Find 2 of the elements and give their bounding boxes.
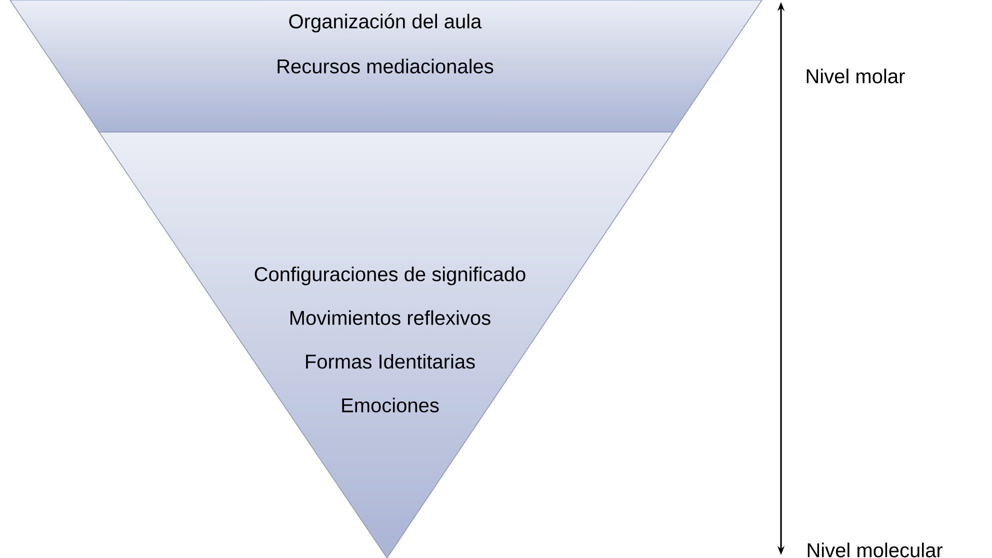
level-label: Nivel molecular xyxy=(808,542,943,558)
level-label: Nivel molar xyxy=(806,68,905,84)
